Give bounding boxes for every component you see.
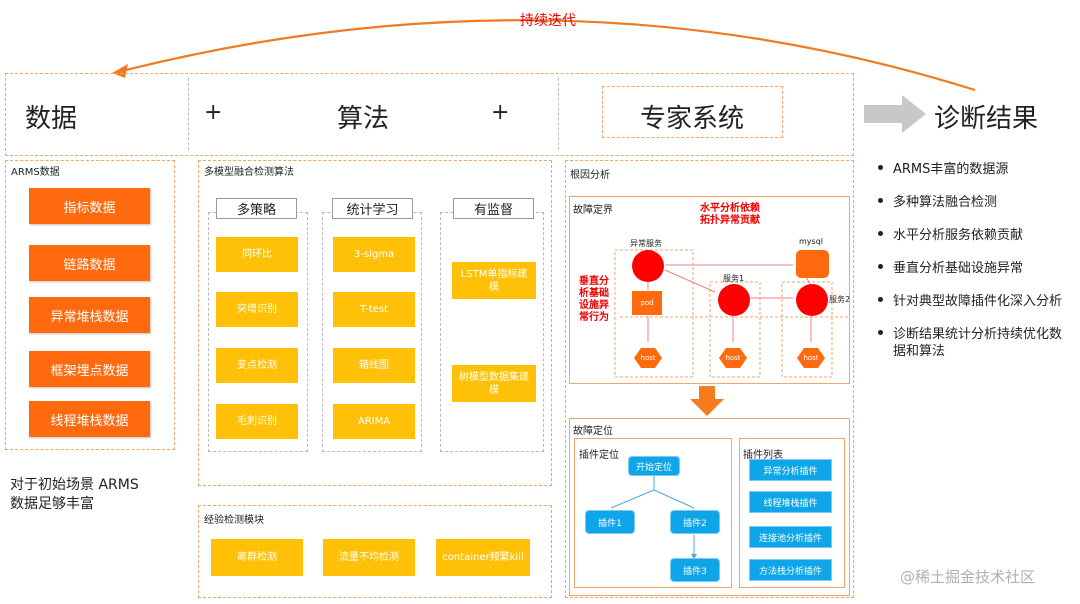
- host-node: host: [719, 348, 747, 368]
- algo-col3-item: LSTM单指标建模: [452, 262, 536, 299]
- result-item: 多种算法融合检测: [878, 194, 997, 211]
- root-cause-panel: [565, 160, 854, 598]
- result-item-continued: 据和算法: [893, 344, 946, 359]
- plugin3-node: 插件3: [670, 558, 720, 582]
- topology-lines: [614, 249, 850, 378]
- boundary-title: 故障定界: [573, 205, 613, 216]
- plugin-list-title: 插件列表: [743, 450, 783, 461]
- result-item: 垂直分析基础设施异常: [878, 260, 1023, 277]
- plugin-list-item: 线程堆栈插件: [749, 491, 832, 513]
- arms-title: ARMS数据: [11, 167, 60, 178]
- boundary-box: [569, 196, 850, 384]
- plugin-list-item: 方法栈分析插件: [749, 559, 832, 581]
- locating-box: [569, 418, 850, 596]
- algo-col1-header: 多策略: [216, 198, 297, 219]
- arms-item-4: 框架埋点数据: [29, 351, 150, 387]
- arms-item-3: 异常堆栈数据: [29, 297, 150, 333]
- pipeline-expert: 专家系统: [640, 104, 745, 134]
- service1-node: [718, 284, 750, 316]
- host-node: host: [634, 348, 662, 368]
- locating-title: 故障定位: [573, 426, 613, 437]
- experience-panel: [198, 505, 552, 598]
- pipeline-algo: 算法: [337, 104, 390, 134]
- pod-node: pod: [632, 291, 662, 315]
- plugin2-node: 插件2: [670, 510, 720, 534]
- arms-item-5: 线程堆栈数据: [29, 401, 150, 437]
- arms-item-1: 指标数据: [29, 188, 150, 224]
- result-item: 诊断结果统计分析持续优化数: [878, 326, 1062, 343]
- result-item: 水平分析服务依赖贡献: [878, 227, 1023, 244]
- start-locate-node: 开始定位: [628, 456, 680, 476]
- iterate-label: 持续迭代: [520, 13, 576, 29]
- plus-2: +: [491, 100, 510, 125]
- experience-title: 经验检测模块: [204, 515, 264, 526]
- arms-item-2: 链路数据: [29, 245, 150, 281]
- algo-col2-item: 3-sigma: [333, 237, 415, 272]
- pipeline-bar: [5, 73, 854, 156]
- experience-item: container频繁kill: [436, 539, 530, 576]
- pipeline-data: 数据: [25, 104, 78, 134]
- abnormal-service-node: [632, 250, 664, 282]
- algo-col2-item: 箱线图: [333, 348, 415, 383]
- vertical-analysis-label: 垂直分 析基础 设施异 常行为: [579, 276, 609, 323]
- algo-col1-item: 变点检测: [216, 348, 298, 383]
- service2-node: [796, 284, 828, 316]
- plugin1-node: 插件1: [585, 510, 635, 534]
- algo-col3-item: 树模型数据集建模: [452, 365, 536, 402]
- mysql-db-icon: [796, 250, 829, 278]
- algo-col2-item: ARIMA: [333, 404, 415, 439]
- plus-1: +: [204, 100, 223, 125]
- algo-panel: [198, 160, 552, 486]
- algo-title: 多模型融合检测算法: [204, 167, 294, 178]
- experience-item: 流量不均检测: [323, 539, 415, 576]
- host-node: host: [797, 348, 825, 368]
- algo-col1-item: 同环比: [216, 237, 298, 272]
- result-item: 针对典型故障插件化深入分析: [878, 293, 1062, 310]
- plugin-list-item: 异常分析插件: [749, 459, 832, 481]
- algo-col2-header: 统计学习: [332, 198, 413, 219]
- arms-note: 对于初始场景 ARMS 数据足够丰富: [10, 477, 139, 512]
- algo-col1-item: 毛刺识别: [216, 404, 298, 439]
- plugin-tree-lines: [610, 476, 697, 559]
- pipeline-result: 诊断结果: [934, 104, 1039, 134]
- service2-label: 服务2: [829, 295, 851, 304]
- algo-col3-header: 有监督: [453, 198, 534, 219]
- iterate-arrow: [112, 19, 976, 92]
- root-cause-title: 根因分析: [570, 170, 610, 181]
- service1-label: 服务1: [723, 274, 745, 283]
- algo-col2-item: T-test: [333, 292, 415, 327]
- down-arrow-icon: [690, 386, 724, 416]
- watermark: @稀土掘金技术社区: [900, 568, 1036, 586]
- algo-col1-item: 突增识别: [216, 292, 298, 327]
- plugin-list-item: 连接池分析插件: [749, 526, 832, 548]
- plugin-locate-title: 插件定位: [579, 450, 619, 461]
- mysql-label: mysql: [799, 237, 823, 246]
- arms-panel: [5, 160, 175, 450]
- experience-item: 离群检测: [211, 539, 303, 576]
- horizontal-analysis-label: 水平分析依赖 拓扑异常贡献: [700, 203, 760, 226]
- result-item: ARMS丰富的数据源: [878, 161, 1008, 178]
- abnormal-service-label: 异常服务: [630, 239, 662, 248]
- right-arrow-icon: [864, 95, 926, 133]
